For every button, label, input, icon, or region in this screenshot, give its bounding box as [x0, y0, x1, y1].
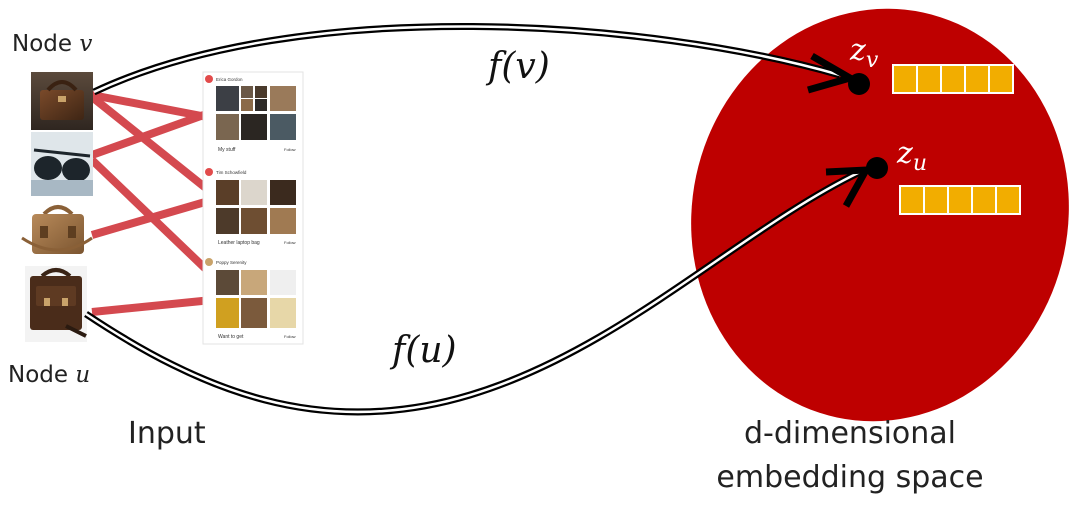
- board-title: Want to get: [218, 334, 244, 340]
- fv-label: f(v): [488, 46, 550, 87]
- pinterest-boards: Erica Gordon My stuff Follow Tim Schowfi…: [202, 71, 304, 345]
- edge: [91, 91, 213, 122]
- node-u-label: Node u: [8, 362, 91, 388]
- vector-cell: [995, 185, 1021, 215]
- board-title: My stuff: [218, 147, 236, 153]
- follow-button[interactable]: Follow: [284, 240, 296, 245]
- vector-cell: [892, 64, 918, 94]
- zu-vector: [899, 185, 1021, 215]
- board-owner: Poppy Serenity: [216, 260, 247, 265]
- edge: [91, 296, 213, 316]
- follow-button[interactable]: Follow: [284, 147, 296, 152]
- vector-cell: [940, 64, 966, 94]
- vector-cell: [923, 185, 949, 215]
- zv-label: zv: [850, 33, 879, 73]
- board-owner: Tim Schowfield: [216, 170, 247, 175]
- node-v-label: Node v: [12, 31, 93, 57]
- zv-point: [848, 73, 870, 95]
- fu-arrow: [84, 166, 873, 416]
- edge: [90, 196, 214, 239]
- node-u-photo: [25, 266, 87, 342]
- briefcase-photo: [21, 205, 93, 260]
- zu-label: zu: [897, 136, 927, 176]
- board-owner: Erica Gordon: [216, 77, 243, 82]
- input-caption: Input: [128, 416, 206, 451]
- zv-vector: [892, 64, 1014, 94]
- embedding-space: [691, 8, 1069, 422]
- vector-cell: [971, 185, 997, 215]
- vector-cell: [916, 64, 942, 94]
- zu-point: [866, 157, 888, 179]
- vector-cell: [899, 185, 925, 215]
- node-v-photo: [31, 72, 93, 130]
- sunglasses-photo: [31, 132, 93, 196]
- follow-button[interactable]: Follow: [284, 334, 296, 339]
- embedding-caption: d-dimensional embedding space: [716, 416, 984, 495]
- vector-cell: [947, 185, 973, 215]
- board-3: Poppy Serenity Want to get Follow: [205, 258, 296, 340]
- board-title: Leather laptop bag: [218, 240, 260, 246]
- edge: [89, 93, 215, 197]
- graph-edges: [89, 91, 215, 316]
- fu-label: f(u): [392, 330, 457, 371]
- board-1: Erica Gordon My stuff Follow: [205, 75, 296, 153]
- board-2: Tim Schowfield Leather laptop bag Follow: [205, 168, 296, 246]
- vector-cell: [964, 64, 990, 94]
- vector-cell: [988, 64, 1014, 94]
- edge: [90, 108, 214, 159]
